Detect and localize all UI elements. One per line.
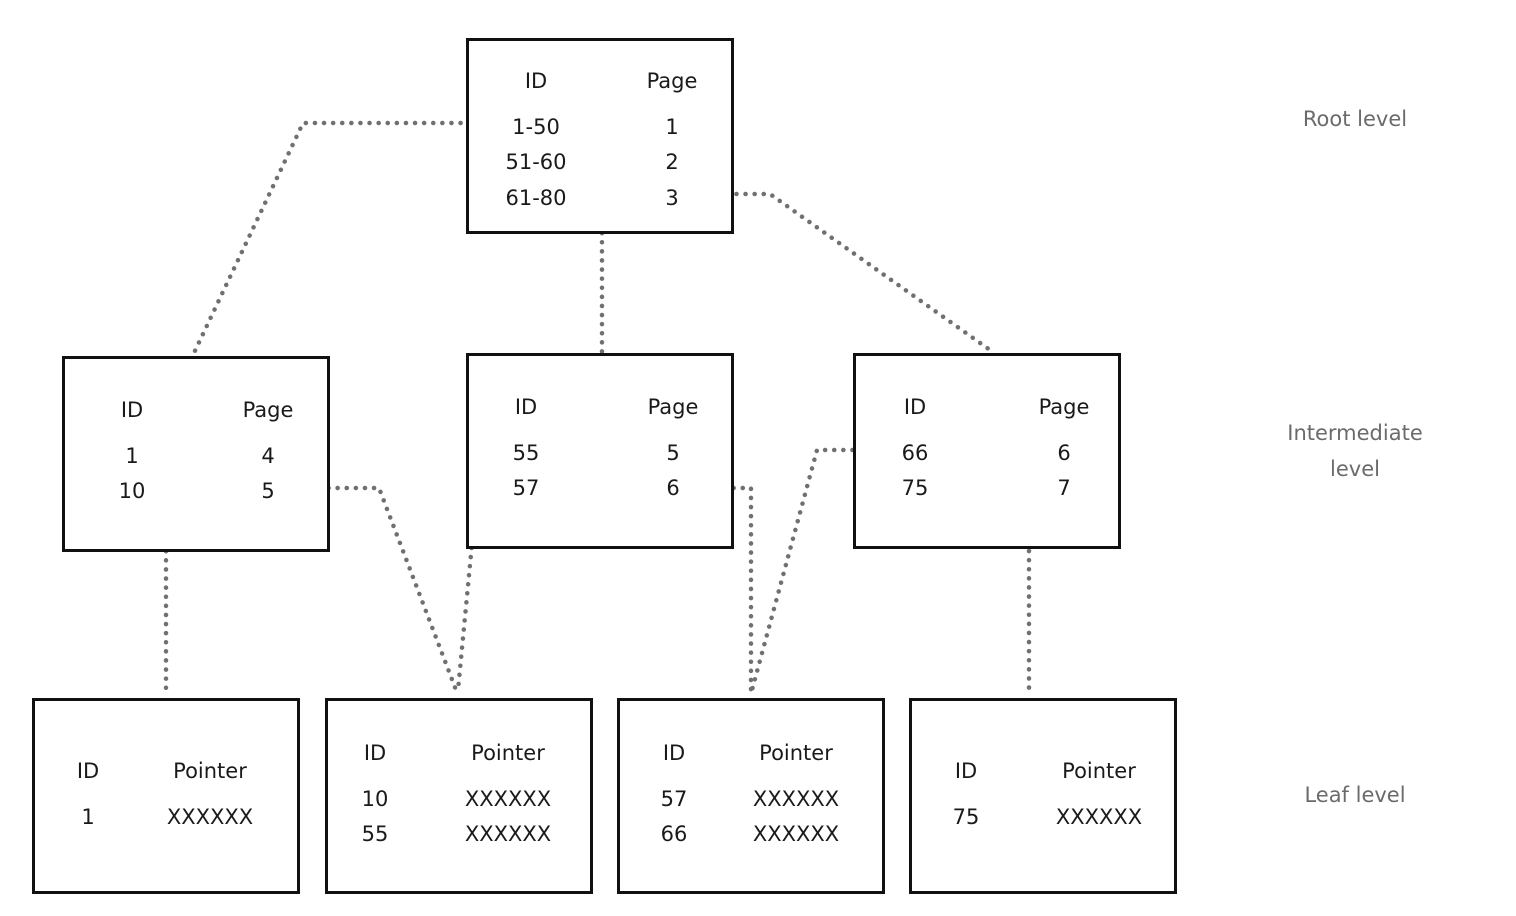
link-intermediate2-row2-to-leaf-3 (676, 485, 754, 693)
root-header-id: ID (524, 69, 548, 93)
intermediate2-row1-page: 5 (666, 441, 680, 465)
leaf3-row2-id: 66 (660, 822, 688, 846)
leaf1-row1-id: 1 (81, 805, 95, 829)
leaf3-row1-pointer: XXXXXX (752, 787, 840, 811)
leaf4-header-pointer: Pointer (1062, 759, 1136, 783)
intermediate1-row2-page: 5 (261, 479, 275, 503)
leaf1-header-id: ID (76, 759, 100, 783)
root-row2-page: 2 (665, 150, 679, 174)
leaf4-header-id: ID (954, 759, 978, 783)
root-row3-id: 61-80 (505, 186, 567, 210)
root-row2-id: 51-60 (505, 150, 567, 174)
root-row1-page: 1 (665, 115, 679, 139)
intermediate3-row2-page: 7 (1057, 476, 1071, 500)
root-row1-id: 1-50 (512, 115, 560, 139)
intermediate2-row2-page: 6 (666, 476, 680, 500)
intermediate1-header-id: ID (120, 398, 144, 422)
leaf-level-text: Leaf level (1304, 783, 1406, 807)
leaf4-row1-pointer: XXXXXX (1055, 805, 1143, 829)
intermediate1-row1-id: 1 (125, 444, 139, 468)
link-root-row3-to-intermediate-3 (697, 191, 993, 353)
leaf1-row1-pointer: XXXXXX (166, 805, 254, 829)
leaf-node-2: ID Pointer 10 XXXXXX 55 XXXXXX (325, 698, 593, 894)
intermediate2-header-page: Page (647, 395, 699, 419)
root-level-text: Root level (1302, 107, 1408, 131)
intermediate3-header-page: Page (1038, 395, 1090, 419)
intermediate-node-3: ID Page 66 6 75 7 (853, 353, 1121, 549)
leaf-level-label: Leaf level (1255, 777, 1455, 813)
root-level-label: Root level (1255, 101, 1455, 137)
leaf2-row2-id: 55 (361, 822, 389, 846)
intermediate1-header-page: Page (242, 398, 294, 422)
root-node: ID Page 1-50 1 51-60 2 61-80 3 (466, 38, 734, 234)
leaf3-header-id: ID (662, 741, 686, 765)
intermediate-node-1: ID Page 1 4 10 5 (62, 356, 330, 552)
leaf3-header-pointer: Pointer (759, 741, 833, 765)
leaf3-row1-id: 57 (660, 787, 688, 811)
intermediate3-row1-id: 66 (901, 441, 929, 465)
intermediate-level-label: Intermediate level (1255, 415, 1455, 487)
leaf2-row2-pointer: XXXXXX (464, 822, 552, 846)
leaf2-header-id: ID (363, 741, 387, 765)
leaf2-row1-id: 10 (361, 787, 389, 811)
intermediate3-header-id: ID (903, 395, 927, 419)
intermediate2-header-id: ID (514, 395, 538, 419)
intermediate2-row1-id: 55 (512, 441, 540, 465)
intermediate1-row1-page: 4 (261, 444, 275, 468)
leaf-node-4: ID Pointer 75 XXXXXX (909, 698, 1177, 894)
leaf2-header-pointer: Pointer (471, 741, 545, 765)
leaf2-row1-pointer: XXXXXX (464, 787, 552, 811)
leaf1-header-pointer: Pointer (173, 759, 247, 783)
link-root-row1-to-intermediate-1 (190, 120, 500, 358)
root-header-page: Page (646, 69, 698, 93)
intermediate-node-2: ID Page 55 5 57 6 (466, 353, 734, 549)
intermediate3-row1-page: 6 (1057, 441, 1071, 465)
intermediate-level-text-line2: level (1330, 457, 1380, 481)
intermediate1-row2-id: 10 (118, 479, 146, 503)
root-row3-page: 3 (665, 186, 679, 210)
leaf-node-3: ID Pointer 57 XXXXXX 66 XXXXXX (617, 698, 885, 894)
leaf4-row1-id: 75 (952, 805, 980, 829)
leaf3-row2-pointer: XXXXXX (752, 822, 840, 846)
intermediate-level-text-line1: Intermediate (1287, 421, 1423, 445)
intermediate3-row2-id: 75 (901, 476, 929, 500)
leaf-node-1: ID Pointer 1 XXXXXX (32, 698, 300, 894)
intermediate2-row2-id: 57 (512, 476, 540, 500)
